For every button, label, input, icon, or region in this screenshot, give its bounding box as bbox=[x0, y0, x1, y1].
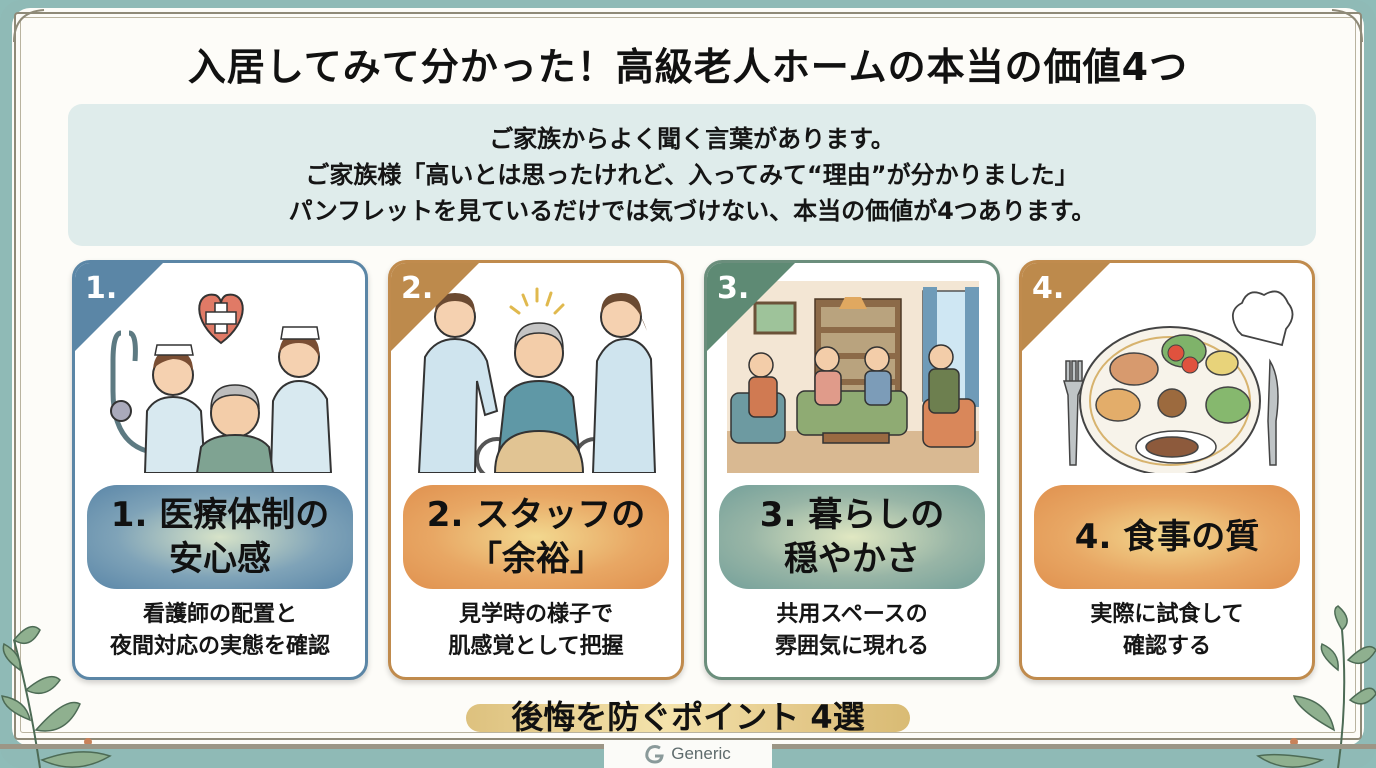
desc-line: 夜間対応の実態を確認 bbox=[109, 634, 330, 659]
desc-line: 雰囲気に現れる bbox=[774, 634, 929, 659]
card-heading: 「余裕」 bbox=[468, 539, 604, 579]
card-heading-pill: 4. 食事の質 bbox=[1034, 485, 1300, 589]
desc-line: 実際に試食して bbox=[1090, 602, 1244, 627]
card-heading: 穏やかさ bbox=[784, 539, 920, 579]
card-heading-pill: 2. スタッフの 「余裕」 bbox=[403, 485, 669, 589]
desc-line: 見学時の様子で bbox=[458, 602, 613, 627]
brand-name: Generic bbox=[671, 744, 731, 763]
corner-ornament-icon bbox=[13, 9, 45, 43]
lounge-residents-illustration-icon bbox=[727, 281, 979, 473]
card-heading: 4. 食事の質 bbox=[1074, 517, 1260, 557]
frame-inner-border bbox=[20, 17, 1356, 733]
desc-line: 看護師の配置と bbox=[142, 602, 297, 627]
brand-logo: Generic bbox=[604, 740, 772, 768]
leaf-branch-icon bbox=[1, 625, 112, 768]
nurses-elderly-illustration-icon bbox=[110, 293, 333, 473]
desc-line: 共用スペースの bbox=[776, 602, 928, 627]
card-description: 実際に試食して 確認する bbox=[1022, 599, 1312, 663]
card-number: 2. bbox=[401, 271, 434, 306]
card-living: 3. 3. 暮らしの 穏やかさ 共用スペースの 雰囲気に現れる bbox=[704, 260, 1000, 680]
brand-g-icon bbox=[645, 745, 665, 764]
intro-box: ご家族からよく聞く言葉があります。 ご家族様「高いとは思ったけれど、入ってみて“… bbox=[68, 104, 1316, 246]
page-title: 入居してみて分かった！高級老人ホームの本当の価値4つ bbox=[187, 45, 1189, 89]
card-description: 見学時の様子で 肌感覚として把握 bbox=[391, 599, 681, 663]
footer-rule bbox=[772, 744, 1376, 749]
card-medical: 1. 1. 医療体制の 安心感 看護師の配置と 夜間対応の実態を確認 bbox=[72, 260, 368, 680]
intro-line: パンフレットを見ているだけでは気づけない、本当の価値が4つあります。 bbox=[288, 197, 1096, 225]
card-description: 共用スペースの 雰囲気に現れる bbox=[707, 599, 997, 663]
card-description: 看護師の配置と 夜間対応の実態を確認 bbox=[75, 599, 365, 663]
card-heading-pill: 1. 医療体制の 安心感 bbox=[87, 485, 353, 589]
desc-line: 確認する bbox=[1122, 634, 1211, 659]
intro-quote: ご家族様「高いとは思ったけれど、入ってみて“理由”が分かりました」 bbox=[305, 161, 1079, 189]
footer-tagline: 後悔を防ぐポイント 4選 bbox=[511, 698, 865, 736]
frame-border bbox=[14, 12, 1362, 740]
card-number: 4. bbox=[1032, 271, 1065, 306]
card-heading: 2. スタッフの bbox=[426, 495, 646, 535]
caregivers-wheelchair-illustration-icon bbox=[417, 287, 657, 473]
card-number: 1. bbox=[85, 271, 118, 306]
footer-highlight bbox=[466, 704, 910, 732]
card-heading: 1. 医療体制の bbox=[110, 495, 330, 535]
card-heading-pill: 3. 暮らしの 穏やかさ bbox=[719, 485, 985, 589]
desc-line: 肌感覚として把握 bbox=[448, 634, 624, 659]
card-heading: 安心感 bbox=[169, 539, 271, 579]
leaf-branch-icon bbox=[1256, 605, 1376, 768]
intro-line: ご家族からよく聞く言葉があります。 bbox=[489, 125, 895, 153]
card-meals: 4. 4. 食事の質 実際に試食して 確認する bbox=[1019, 260, 1315, 680]
corner-ornament-icon bbox=[1331, 9, 1363, 43]
card-number: 3. bbox=[717, 271, 750, 306]
card-staff: 2. 2. スタッフの 「余裕」 見学時の様子で 肌感覚として把握 bbox=[388, 260, 684, 680]
meal-plate-illustration-icon bbox=[1063, 290, 1294, 473]
card-heading: 3. 暮らしの bbox=[759, 495, 945, 535]
footer-rule bbox=[0, 744, 604, 749]
